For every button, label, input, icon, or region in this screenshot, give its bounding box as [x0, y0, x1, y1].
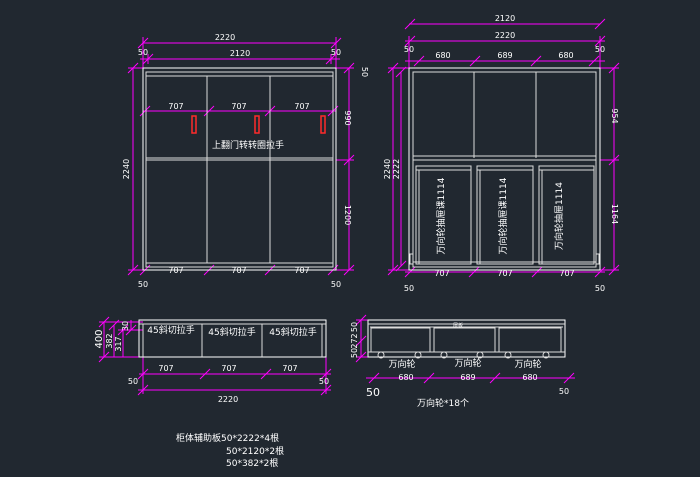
wheel-2a-icon — [440, 351, 448, 359]
dim-inner-col-2: 689 — [497, 51, 512, 60]
dim-inner-col-1: 680 — [435, 51, 450, 60]
wheel-count-note: 万向轮*18个 — [417, 397, 469, 409]
dim-base-w-1: 707 — [158, 364, 173, 373]
base-side-outline — [367, 319, 566, 358]
wheel-3b-icon — [542, 351, 550, 359]
front-handle-label: 上翻门转转圈拉手 — [212, 139, 284, 151]
inner-view: 2120 2220 50 50 680 689 680 2240 2222 95… — [383, 14, 620, 293]
dim-front-right-side: 50 — [331, 48, 341, 57]
base-handle-label-1: 45斜切拉手 — [147, 324, 194, 336]
front-dimension-lines — [127, 37, 355, 276]
base-side-view: 50 272 50 层板 万向轮 万向轮 万向轮 680 689 680 50 … — [350, 314, 575, 409]
handle-middle — [254, 115, 260, 134]
dim-inner-bottom-left: 50 — [404, 284, 414, 293]
dim-side-w-2: 689 — [460, 373, 475, 382]
dim-base-w-2: 707 — [221, 364, 236, 373]
dim-side-h-272: 272 — [350, 333, 359, 348]
dim-inner-height-total: 2240 — [383, 159, 392, 179]
dim-inner-right-side: 50 — [595, 45, 605, 54]
dim-inner-bottom-right: 50 — [595, 284, 605, 293]
drawer-label-1: 万向轮抽屉课1114 — [435, 177, 447, 254]
dim-side-left: 50 — [366, 386, 380, 399]
front-cabinet-outline — [142, 67, 337, 271]
dim-front-bottom-3: 707 — [294, 266, 309, 275]
dim-front-left-side: 50 — [138, 48, 148, 57]
dim-front-bottom-1: 707 — [168, 266, 183, 275]
dim-front-panel-1: 707 — [168, 102, 183, 111]
wheel-3a-icon — [504, 351, 512, 359]
base-side-top-label: 层板 — [453, 322, 463, 329]
inner-dimension-lines — [387, 18, 620, 278]
dim-base-h-30: 30 — [121, 321, 130, 331]
dim-front-bottom-2: 707 — [231, 266, 246, 275]
dim-front-panel-2: 707 — [231, 102, 246, 111]
dim-base-total: 2220 — [218, 395, 238, 404]
handle-left — [191, 115, 197, 134]
wheel-label-2: 万向轮 — [454, 357, 481, 369]
dim-base-left: 50 — [128, 377, 138, 386]
dim-front-upper-height: 990 — [343, 110, 352, 125]
dim-front-top-side: 50 — [360, 67, 369, 77]
dim-front-lower-height: 1200 — [343, 205, 352, 225]
dim-inner-bottom-3: 707 — [559, 269, 574, 278]
materials-note: 柜体辅助板50*2222*4根 50*2120*2根 50*382*2根 — [176, 432, 284, 469]
dim-inner-total-width: 2220 — [495, 31, 515, 40]
dim-side-right: 50 — [559, 387, 569, 396]
dim-inner-outer-width: 2120 — [495, 14, 515, 23]
dim-front-bottom-right: 50 — [331, 280, 341, 289]
base-handle-label-3: 45斜切拉手 — [269, 326, 316, 338]
wheel-1a-icon — [377, 351, 385, 359]
front-handles — [191, 115, 326, 134]
materials-line-1: 柜体辅助板50*2222*4根 — [176, 432, 279, 444]
dim-inner-left-side: 50 — [404, 45, 414, 54]
wheel-label-1: 万向轮 — [388, 358, 415, 370]
dim-front-total-width: 2220 — [215, 33, 235, 42]
dim-inner-lower-height: 1164 — [610, 204, 619, 224]
dim-inner-col-3: 680 — [558, 51, 573, 60]
dim-side-h-50b: 50 — [350, 348, 359, 358]
dim-front-inner-width: 2120 — [230, 49, 250, 58]
base-side-dimension-lines — [355, 314, 575, 384]
inner-cabinet-outline — [408, 67, 601, 271]
handle-right — [320, 115, 326, 134]
base-handle-label-2: 45斜切拉手 — [208, 326, 255, 338]
wheel-2b-icon — [476, 351, 484, 359]
dim-base-right: 50 — [319, 377, 329, 386]
materials-line-2: 50*2120*2根 — [226, 445, 284, 457]
dim-base-w-3: 707 — [282, 364, 297, 373]
materials-line-3: 50*382*2根 — [226, 457, 278, 469]
dim-front-height: 2240 — [122, 159, 131, 179]
base-front-dimension-lines — [98, 316, 332, 396]
dim-inner-bottom-1: 707 — [434, 269, 449, 278]
wheel-label-3: 万向轮 — [514, 358, 541, 370]
base-front-outline — [138, 319, 327, 358]
dim-base-h-317: 317 — [114, 336, 123, 351]
dim-side-w-1: 680 — [398, 373, 413, 382]
dim-inner-bottom-2: 707 — [497, 269, 512, 278]
dim-base-h-382: 382 — [105, 333, 114, 348]
dim-inner-upper-height: 954 — [610, 108, 619, 123]
dim-front-bottom-left: 50 — [138, 280, 148, 289]
drawer-label-2: 万向轮抽屉课1114 — [497, 177, 509, 254]
dim-front-panel-3: 707 — [294, 102, 309, 111]
drawer-label-3: 万向轮抽屉1114 — [553, 182, 565, 250]
base-front-view: 400 382 317 30 45斜切拉手 45斜切拉手 45斜切拉手 707 … — [94, 316, 332, 404]
dim-base-h-400: 400 — [94, 329, 105, 348]
dim-side-w-3: 680 — [522, 373, 537, 382]
front-view: 2220 2120 50 50 50 707 707 707 707 707 7… — [122, 33, 369, 289]
dim-side-h-50: 50 — [350, 322, 359, 332]
wheels — [377, 351, 550, 359]
wheel-1b-icon — [414, 351, 422, 359]
dim-inner-height-inner: 2222 — [392, 159, 401, 179]
